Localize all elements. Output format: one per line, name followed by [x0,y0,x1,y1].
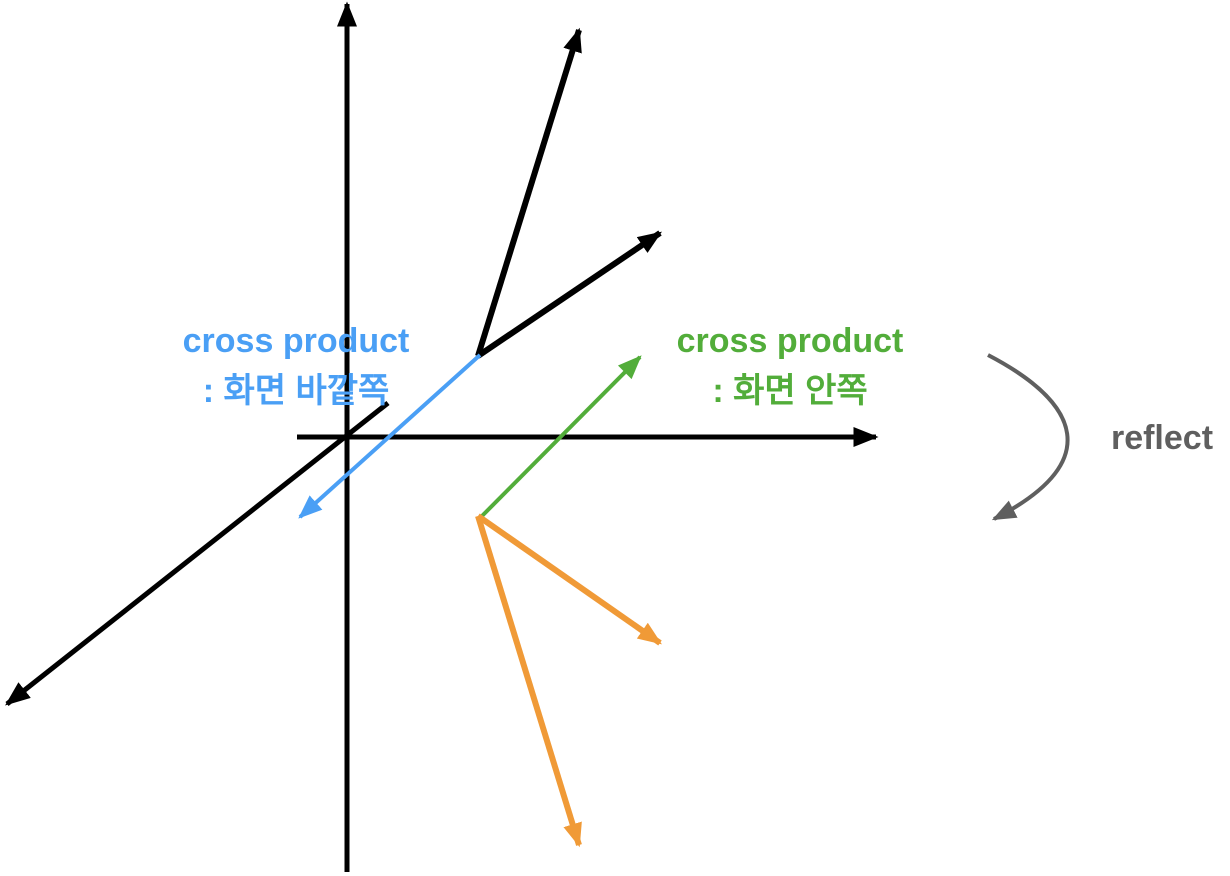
outward-label: cross product : 화면 바깥쪽 [183,321,410,411]
outward-label-subtitle: : 화면 바깥쪽 [202,372,390,410]
reflect-label: reflect [1110,419,1214,457]
reflect-arrow [987,353,1070,521]
outward-label-title: cross product [182,322,410,360]
cross-product-outward [298,353,482,519]
cross-product-inward [478,355,642,520]
z-axis [5,401,390,706]
reflected-vector-b [476,513,662,646]
reflected-vector-a [475,515,582,848]
inward-label-title: cross product [676,322,904,360]
inward-label: cross product : 화면 안쪽 [677,321,904,411]
inward-label-subtitle: : 화면 안쪽 [712,372,868,410]
vector-a [475,27,582,357]
vector-b [476,230,662,359]
